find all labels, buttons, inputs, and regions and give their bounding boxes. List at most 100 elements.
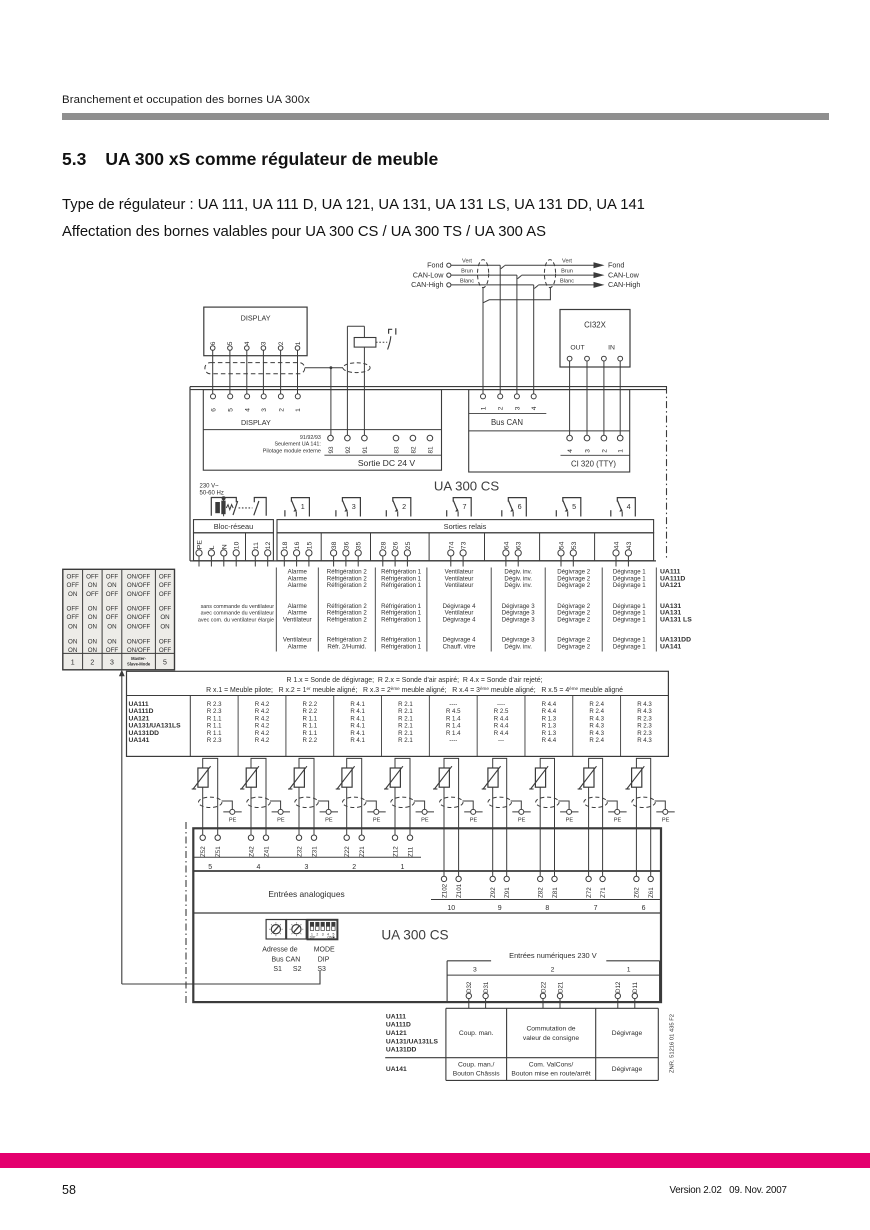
svg-text:OFF: OFF: [159, 582, 172, 589]
svg-text:28: 28: [380, 541, 387, 549]
svg-text:ON/OFF: ON/OFF: [127, 582, 151, 589]
svg-text:D12: D12: [615, 981, 622, 993]
svg-text:R 4.1: R 4.1: [350, 723, 365, 730]
svg-text:Ventilateur: Ventilateur: [283, 637, 312, 644]
svg-text:Brun: Brun: [461, 269, 473, 275]
svg-text:4: 4: [327, 932, 329, 936]
svg-text:Réfrigération 2: Réfrigération 2: [327, 575, 368, 582]
svg-text:1: 1: [627, 967, 631, 974]
svg-text:----: ----: [449, 701, 457, 708]
svg-text:Z32: Z32: [296, 846, 303, 857]
svg-text:PE: PE: [277, 818, 285, 824]
svg-text:ON/OFF: ON/OFF: [127, 614, 151, 621]
svg-text:35: 35: [356, 541, 363, 549]
svg-text:Z41: Z41: [263, 846, 270, 857]
svg-text:74: 74: [448, 541, 455, 549]
svg-text:ON/OFF: ON/OFF: [127, 624, 151, 631]
svg-text:DIP: DIP: [310, 935, 316, 939]
svg-text:Alarme: Alarme: [288, 575, 308, 582]
svg-text:4: 4: [531, 406, 538, 410]
svg-text:93: 93: [328, 446, 335, 454]
svg-text:UA131DD: UA131DD: [660, 637, 691, 644]
svg-text:5: 5: [332, 932, 334, 936]
svg-text:Z21: Z21: [359, 846, 366, 857]
svg-text:Ventilateur: Ventilateur: [445, 582, 474, 589]
svg-text:Réfrigération 2: Réfrigération 2: [327, 603, 368, 610]
svg-text:CI32X: CI32X: [584, 321, 606, 330]
svg-text:D11: D11: [632, 982, 639, 993]
svg-text:R 2.4: R 2.4: [589, 701, 604, 708]
svg-text:Bloc-réseau: Bloc-réseau: [214, 522, 253, 531]
svg-text:PE: PE: [229, 818, 237, 824]
svg-text:Bouton mise en route/arrêt: Bouton mise en route/arrêt: [511, 1071, 590, 1078]
svg-text:2: 2: [278, 408, 285, 412]
svg-text:OFF: OFF: [86, 573, 99, 580]
svg-text:ON: ON: [68, 647, 77, 654]
svg-text:R 2.2: R 2.2: [303, 701, 318, 708]
svg-text:R 2.4: R 2.4: [589, 708, 604, 715]
svg-text:Z51: Z51: [215, 846, 222, 857]
svg-text:16: 16: [294, 541, 301, 549]
svg-text:ON: ON: [107, 582, 116, 589]
svg-text:CAN-Low: CAN-Low: [413, 270, 445, 279]
svg-text:sans commande du ventilateur: sans commande du ventilateur: [201, 604, 275, 610]
svg-text:Bouton Châssis: Bouton Châssis: [453, 1071, 500, 1078]
svg-text:Alarme: Alarme: [288, 569, 308, 576]
svg-text:Z81: Z81: [552, 887, 559, 898]
svg-text:Seulement UA 141:: Seulement UA 141:: [274, 442, 320, 448]
svg-text:Z101: Z101: [456, 883, 463, 898]
svg-text:18: 18: [282, 541, 289, 549]
svg-text:6: 6: [210, 408, 217, 412]
svg-text:2: 2: [352, 864, 356, 871]
svg-text:Dégivrage 3: Dégivrage 3: [502, 610, 535, 617]
svg-text:UA141: UA141: [129, 737, 150, 744]
svg-text:IN: IN: [608, 345, 615, 352]
svg-text:25: 25: [405, 541, 412, 549]
svg-text:R 4.1: R 4.1: [350, 737, 365, 744]
svg-text:OFF: OFF: [67, 582, 80, 589]
svg-text:R 2.1: R 2.1: [398, 715, 413, 722]
svg-text:UA131DD: UA131DD: [386, 1047, 417, 1054]
svg-text:Dégivrage 3: Dégivrage 3: [502, 617, 535, 624]
svg-text:R 1.3: R 1.3: [542, 730, 557, 737]
svg-text:Réfrigération 1: Réfrigération 1: [381, 644, 422, 651]
svg-text:UA111D: UA111D: [129, 708, 154, 715]
svg-text:11: 11: [253, 542, 260, 549]
svg-text:PE: PE: [662, 818, 670, 824]
svg-text:R 4.4: R 4.4: [494, 730, 509, 737]
svg-text:Dégivrage 1: Dégivrage 1: [613, 575, 646, 582]
svg-text:R 4.3: R 4.3: [589, 723, 604, 730]
svg-text:3: 3: [322, 932, 324, 936]
svg-text:R 4.2: R 4.2: [255, 715, 270, 722]
svg-text:UA121: UA121: [386, 1030, 407, 1037]
svg-text:R 1.1: R 1.1: [207, 730, 222, 737]
svg-text:R 4.3: R 4.3: [637, 737, 652, 744]
svg-text:PE: PE: [373, 818, 381, 824]
svg-text:CAN-High: CAN-High: [608, 280, 640, 289]
svg-text:26: 26: [393, 541, 400, 549]
svg-text:6: 6: [210, 341, 217, 345]
svg-text:R 2.2: R 2.2: [303, 737, 318, 744]
svg-text:7: 7: [463, 502, 467, 511]
svg-text:Dégivrage 4: Dégivrage 4: [443, 637, 476, 644]
svg-text:R 4.5: R 4.5: [446, 708, 461, 715]
svg-text:5: 5: [163, 659, 167, 666]
svg-text:UA111: UA111: [386, 1013, 406, 1020]
svg-text:7: 7: [594, 905, 598, 912]
svg-text:R 4.3: R 4.3: [589, 715, 604, 722]
svg-text:UA141: UA141: [660, 644, 681, 651]
svg-text:Z72: Z72: [586, 887, 593, 898]
svg-text:Dégivrage 4: Dégivrage 4: [443, 603, 476, 610]
svg-text:Vert: Vert: [462, 259, 472, 265]
svg-text:OFF: OFF: [159, 573, 172, 580]
svg-text:ON: ON: [68, 624, 77, 631]
svg-text:R 4.3: R 4.3: [589, 730, 604, 737]
svg-text:OFF: OFF: [86, 591, 99, 598]
svg-text:Z52: Z52: [200, 846, 207, 857]
svg-text:Entrées numériques 230 V: Entrées numériques 230 V: [509, 951, 597, 960]
svg-text:Adresse de: Adresse de: [262, 947, 298, 954]
svg-text:ON: ON: [88, 624, 97, 631]
svg-text:4: 4: [567, 449, 574, 453]
svg-text:R 2.1: R 2.1: [398, 723, 413, 730]
svg-text:ON/OFF: ON/OFF: [127, 647, 151, 654]
